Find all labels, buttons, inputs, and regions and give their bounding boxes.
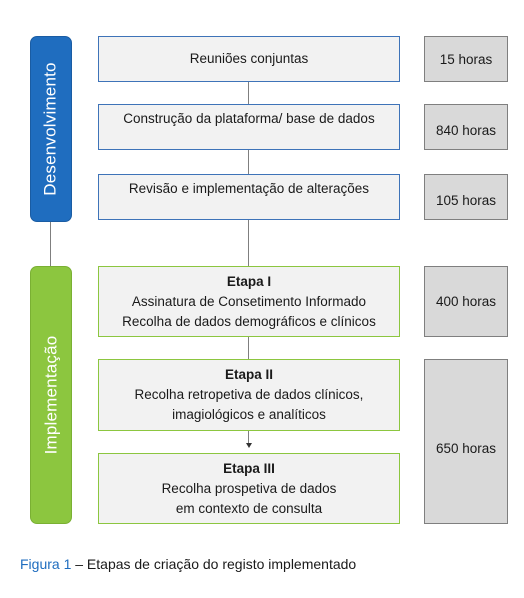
phase-development: Desenvolvimento [30,36,72,222]
phase-development-label: Desenvolvimento [41,62,60,196]
connector-line [248,150,249,174]
caption-text: – Etapas de criação do registo implement… [71,556,357,572]
step-etapa-2: Etapa II Recolha retropetiva de dados cl… [98,359,400,431]
hours-value: 105 horas [435,192,497,208]
hours-box: 400 horas [424,266,508,337]
step-text: Construção da plataforma/ base de dados [123,111,375,126]
arrow-head-icon [245,443,252,448]
connector-line [248,337,249,359]
step-etapa-3: Etapa III Recolha prospetiva de dados em… [98,453,400,524]
hours-box: 650 horas [424,359,508,524]
step-joint-meetings: Reuniões conjuntas [98,36,400,82]
step-line: Recolha retropetiva de dados clínicos, [134,387,364,402]
hours-value: 400 horas [435,294,497,309]
connector-arrow [248,431,249,444]
step-platform-construction: Construção da plataforma/ base de dados [98,104,400,150]
caption-label: Figura 1 [20,556,72,572]
phase-connector-line [50,222,51,266]
step-review-changes: Revisão e implementação de alterações [98,174,400,220]
step-title: Etapa III [223,460,275,476]
hours-box: 105 horas [424,174,508,220]
hours-value: 15 horas [439,51,493,67]
step-line: Assinatura de Consetimento Informado [131,293,367,309]
hours-value: 650 horas [435,441,497,456]
step-text: Revisão e implementação de alterações [128,181,370,196]
step-title: Etapa II [224,367,273,382]
connector-line [248,82,249,104]
step-title: Etapa I [226,273,272,289]
hours-value: 840 horas [435,122,497,138]
step-line: em contexto de consulta [175,500,323,516]
figure-caption: Figura 1 – Etapas de criação do registo … [20,556,356,572]
step-text: Reuniões conjuntas [189,51,309,66]
hours-box: 840 horas [424,104,508,150]
phase-implementation: Implementação [30,266,72,524]
hours-box: 15 horas [424,36,508,82]
step-line: Recolha prospetiva de dados [161,480,337,496]
step-line: imagiológicos e analíticos [172,407,326,422]
phase-implementation-label: Implementação [41,335,61,455]
connector-line [248,220,249,266]
step-line: Recolha de dados demográficos e clínicos [122,313,376,329]
step-etapa-1: Etapa I Assinatura de Consetimento Infor… [98,266,400,337]
